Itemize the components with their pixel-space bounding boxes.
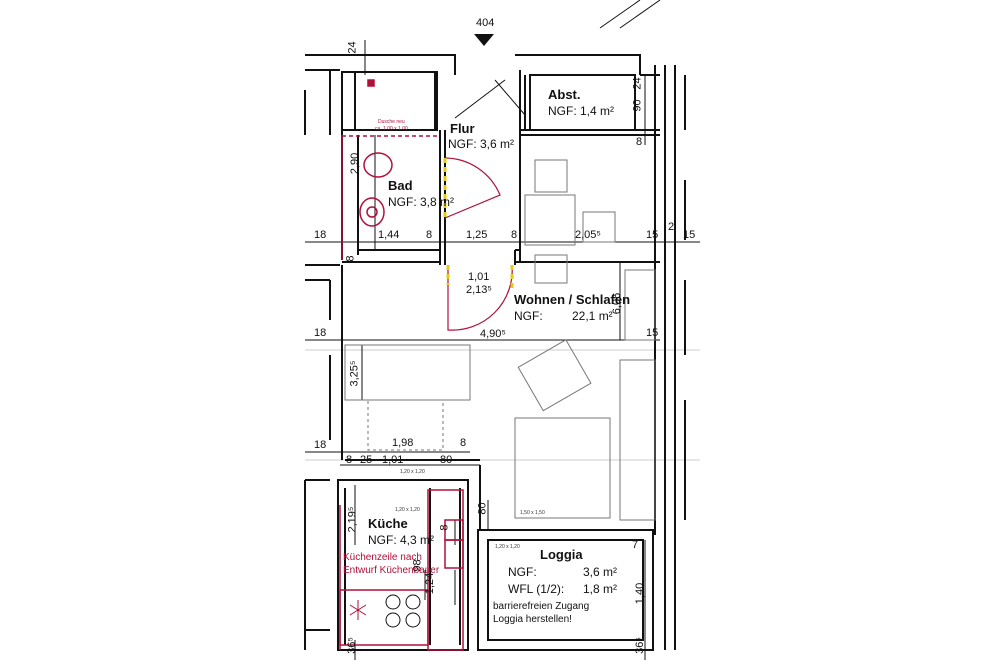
dim-98: 98 (411, 559, 424, 572)
dim-90: 90 (631, 99, 644, 112)
loggia-note-line1: barrierefreien Zugang (493, 601, 590, 612)
dim-1-01-b: 1,01 (382, 454, 404, 466)
dim-15-b: 15 (683, 229, 696, 241)
dim-2-13: 2,13⁵ (466, 284, 492, 296)
dim-1-44: 1,44 (378, 229, 400, 241)
room-bad-name: Bad (388, 178, 413, 193)
dim-4-90: 4,90⁵ (480, 328, 506, 340)
room-flur-name: Flur (450, 121, 475, 136)
shower-note-line2: ca. 1.00 x 1.00 (375, 126, 408, 132)
dim-24-b: 24 (631, 77, 644, 90)
dim-18-c: 18 (314, 439, 327, 451)
dim-36-b: 36⁵ (633, 637, 646, 654)
room-loggia-ngf-value: 3,6 m² (583, 565, 618, 579)
furniture-label-l1: 1,20 x 1,20 (495, 544, 520, 550)
dim-8-f: 8 (346, 454, 353, 466)
dim-8-a: 8 (636, 136, 643, 148)
north-marker-label: 404 (476, 17, 495, 29)
dim-2-19: 2,19⁵ (346, 506, 359, 533)
room-loggia-wfl-label: WFL (1/2): (508, 582, 565, 596)
shower-note-line1: Dusche neu (378, 119, 405, 125)
dim-7: 7 (632, 539, 639, 551)
room-kueche-name: Küche (368, 516, 408, 531)
dim-36-a: 36⁵ (345, 637, 358, 654)
room-wohnen-ngf-value: 22,1 m² (572, 309, 613, 323)
dim-1-40: 1,40 (634, 582, 647, 605)
dim-6-06: 6,06 (611, 292, 624, 315)
room-abst-ngf: NGF: 1,4 m² (548, 104, 615, 118)
furniture-label-k2: 1,20 x 1,20 (395, 507, 420, 513)
dim-80-a: 80 (440, 454, 453, 466)
north-marker-icon (474, 34, 494, 46)
faint-grid-lines (305, 160, 700, 461)
room-kueche-ngf: NGF: 4,3 m² (368, 533, 435, 547)
dim-15-c: 15 (646, 327, 659, 339)
room-loggia-name: Loggia (540, 547, 583, 562)
furniture (344, 159, 656, 521)
dim-1-25: 1,25 (466, 229, 488, 241)
dim-8-e: 8 (460, 437, 467, 449)
room-bad-ngf: NGF: 3,8 m² (388, 195, 455, 209)
dim-2-90: 2,90 (349, 152, 362, 175)
dim-8-g: 8 (438, 524, 451, 531)
furniture-label-k1: 1,20 x 1,20 (400, 469, 425, 475)
dim-2-05: 2,05⁵ (575, 229, 601, 241)
dim-8-b: 8 (426, 229, 433, 241)
dim-2: 2 (668, 221, 675, 233)
dim-15-a: 15 (646, 229, 659, 241)
dim-3-25: 3,25⁵ (348, 360, 361, 387)
kueche-note-line1: Küchenzeile nach (343, 552, 422, 563)
stove (349, 594, 421, 628)
dim-18-b: 18 (314, 327, 327, 339)
dim-80-b: 80 (476, 502, 489, 515)
loggia-note-line2: Loggia herstellen! (493, 614, 572, 625)
kueche-note-line2: Entwurf Küchenbauer (343, 565, 440, 576)
room-abst-name: Abst. (548, 87, 581, 102)
dim-25: 25 (360, 454, 373, 466)
dim-1-01-a: 1,01 (468, 271, 490, 283)
dim-18-a: 18 (314, 229, 327, 241)
dim-1-24: 1,24 (424, 572, 437, 595)
room-loggia-wfl-value: 1,8 m² (583, 582, 618, 596)
dimension-lines (305, 40, 700, 660)
dim-1-98: 1,98 (392, 437, 414, 449)
dim-8-c: 8 (511, 229, 518, 241)
room-wohnen-name: Wohnen / Schlafen (514, 292, 631, 307)
room-wohnen-ngf-label: NGF: (514, 309, 543, 323)
dim-8-d: 8 (344, 255, 357, 262)
door-swings (443, 157, 514, 331)
dim-24-a: 24 (346, 41, 359, 54)
stair-diagonal (454, 0, 661, 119)
room-flur-ngf: NGF: 3,6 m² (448, 137, 515, 151)
red-fixtures (339, 79, 464, 651)
room-loggia-ngf-label: NGF: (508, 565, 537, 579)
furniture-label-t1: 1,50 x 1,50 (520, 510, 545, 516)
